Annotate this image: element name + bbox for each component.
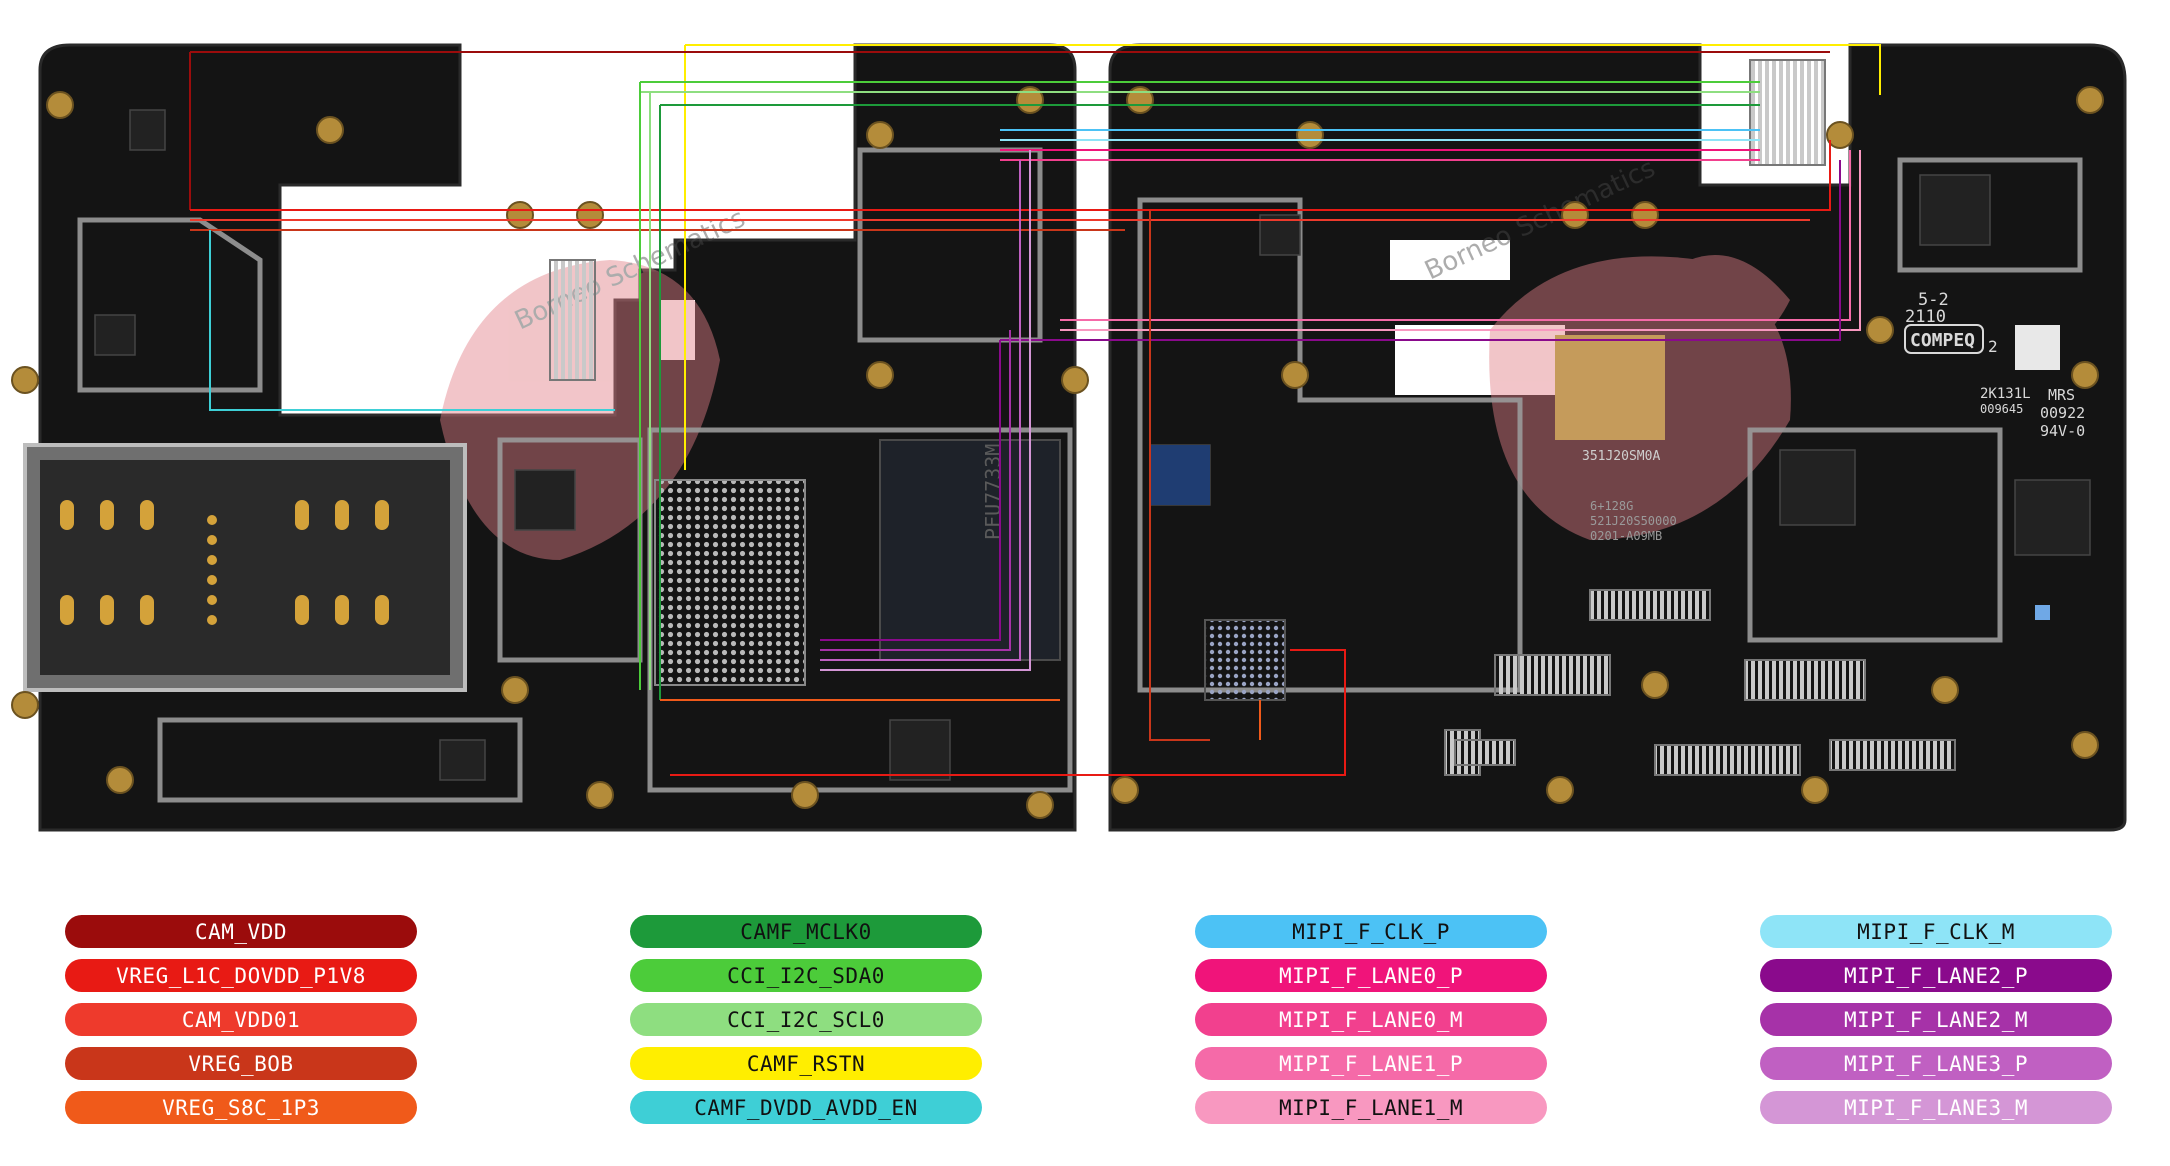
- legend-mipi-lane2-p: MIPI_F_LANE2_P: [1760, 959, 2112, 992]
- svg-text:2110: 2110: [1905, 307, 1946, 327]
- legend-vreg-s8c: VREG_S8C_1P3: [65, 1091, 417, 1124]
- sim-tray: [23, 443, 467, 692]
- legend-mipi-lane1-m: MIPI_F_LANE1_M: [1195, 1091, 1547, 1124]
- mounting-holes: [11, 86, 2104, 819]
- soc-bga: [654, 479, 806, 686]
- pcb-board-diagram: Borneo Schematics Borneo Schematics: [11, 43, 2127, 832]
- chip-mark: 351J20SM0A: [1582, 449, 1660, 464]
- net-legend: CAM_VDD VREG_L1C_DOVDD_P1V8 CAM_VDD01 VR…: [0, 900, 2170, 1140]
- silkscreen-id2: 009645: [1980, 402, 2023, 416]
- svg-text:PFU7733M: PFU7733M: [981, 444, 1005, 540]
- legend-mipi-lane3-p: MIPI_F_LANE3_P: [1760, 1047, 2112, 1080]
- svg-text:0201-A09MB: 0201-A09MB: [1590, 529, 1662, 543]
- legend-cci-scl0: CCI_I2C_SCL0: [630, 1003, 982, 1036]
- pmic-chip: [1204, 619, 1286, 701]
- connectors: [549, 59, 1956, 776]
- legend-mipi-lane1-p: MIPI_F_LANE1_P: [1195, 1047, 1547, 1080]
- legend-vreg-l1c: VREG_L1C_DOVDD_P1V8: [65, 959, 417, 992]
- gold-shield-pad: [1555, 335, 1665, 440]
- silkscreen-mrs: MRS: [2048, 386, 2075, 404]
- legend-mipi-lane0-p: MIPI_F_LANE0_P: [1195, 959, 1547, 992]
- legend-camf-rstn: CAMF_RSTN: [630, 1047, 982, 1080]
- qr-code: [2015, 325, 2060, 370]
- silkscreen-id1: 2K131L: [1980, 386, 2031, 402]
- legend-mipi-lane3-m: MIPI_F_LANE3_M: [1760, 1091, 2112, 1124]
- silkscreen-rating: 94V-0: [2040, 422, 2085, 440]
- legend-mipi-lane0-m: MIPI_F_LANE0_M: [1195, 1003, 1547, 1036]
- net-traces: [189, 44, 1881, 776]
- legend-cam-vdd: CAM_VDD: [65, 915, 417, 948]
- legend-cam-vdd01: CAM_VDD01: [65, 1003, 417, 1036]
- legend-mipi-clk-m: MIPI_F_CLK_M: [1760, 915, 2112, 948]
- svg-text:6+128G: 6+128G: [1590, 499, 1633, 513]
- silkscreen-compeq: COMPEQ: [1910, 330, 1975, 351]
- legend-mipi-lane2-m: MIPI_F_LANE2_M: [1760, 1003, 2112, 1036]
- svg-text:521J20S50000: 521J20S50000: [1590, 514, 1677, 528]
- legend-camf-mclk0: CAMF_MCLK0: [630, 915, 982, 948]
- legend-mipi-clk-p: MIPI_F_CLK_P: [1195, 915, 1547, 948]
- legend-vreg-bob: VREG_BOB: [65, 1047, 417, 1080]
- memory-chip: [879, 439, 1061, 661]
- silkscreen-mrs-code: 00922: [2040, 404, 2085, 422]
- legend-camf-dvdd-avdd-en: CAMF_DVDD_AVDD_EN: [630, 1091, 982, 1124]
- legend-cci-sda0: CCI_I2C_SDA0: [630, 959, 982, 992]
- silkscreen-date: 5-2: [1918, 290, 1949, 310]
- silkscreen-compeq-num: 2: [1988, 337, 1998, 356]
